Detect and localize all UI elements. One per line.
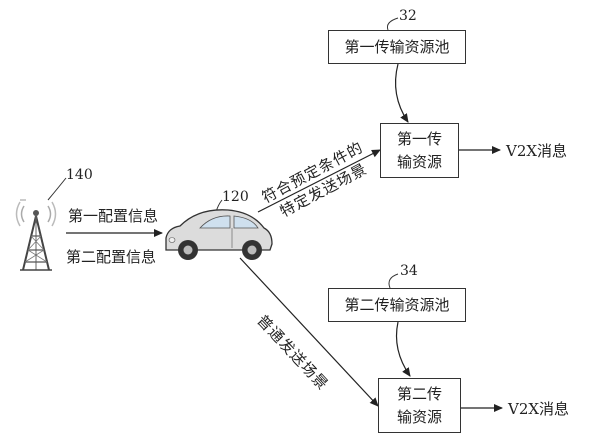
first-config-info-label: 第一配置信息 <box>68 207 159 225</box>
resource1-label-line1: 第一传 <box>396 130 442 148</box>
resource2-label-line1: 第二传 <box>396 385 442 403</box>
transmission-resource-pool-2: 第二传输资源池 <box>328 288 466 322</box>
resource1-label-line2: 输资源 <box>396 152 442 171</box>
v2x-message-label-2: V2X消息 <box>508 400 570 418</box>
pool2-label: 第二传输资源池 <box>344 295 450 314</box>
arrow-pool2-to-resource2 <box>395 321 411 377</box>
leader-line-140 <box>47 177 67 201</box>
second-config-info-label: 第二配置信息 <box>66 248 157 266</box>
pool1-label: 第一传输资源池 <box>344 37 450 56</box>
ref-number-pool2: 34 <box>400 263 418 279</box>
leader-line-32 <box>387 17 399 31</box>
ref-number-pool1: 32 <box>399 8 417 24</box>
arrow-car-to-normal-scene <box>239 257 379 407</box>
ref-number-car: 120 <box>222 189 249 205</box>
base-station-tower-icon <box>15 199 57 271</box>
transmission-resource-2: 第二传 输资源 <box>378 378 461 433</box>
transmission-resource-1: 第一传 输资源 <box>380 123 459 178</box>
vehicle-car-icon <box>165 209 273 260</box>
ref-number-tower: 140 <box>66 167 93 183</box>
resource2-label-line2: 输资源 <box>396 407 442 426</box>
arrow-car-to-special-scene <box>257 149 381 213</box>
arrow-pool1-to-resource1 <box>395 63 409 123</box>
leader-line-34 <box>388 273 399 289</box>
transmission-resource-pool-1: 第一传输资源池 <box>328 30 466 64</box>
v2x-message-label-1: V2X消息 <box>506 142 568 160</box>
